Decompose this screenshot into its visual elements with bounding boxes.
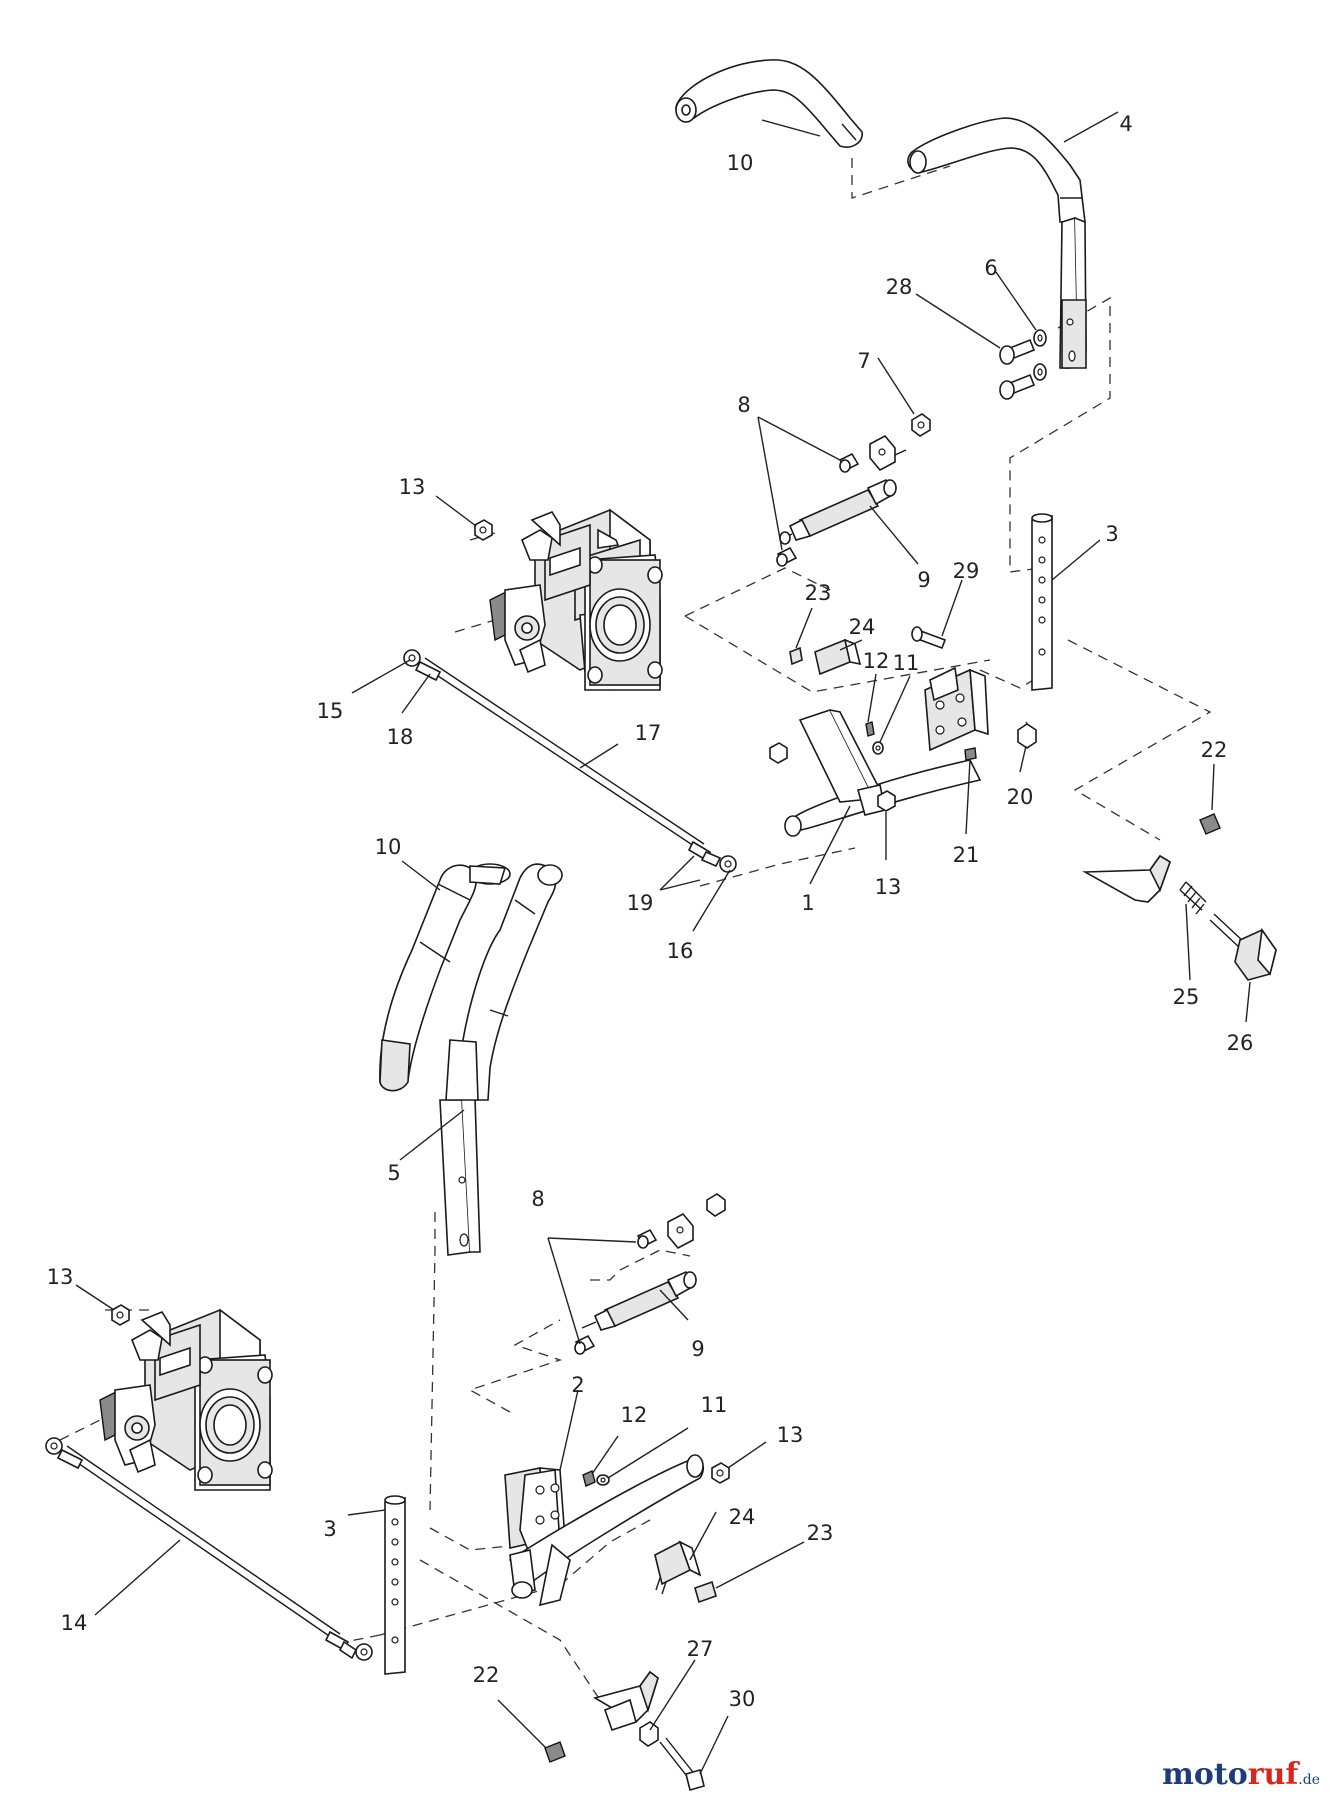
part-11-washer-upper xyxy=(872,741,884,755)
part-damper-bracket-upper xyxy=(869,434,907,472)
callout-12-lower: 12 xyxy=(621,1403,648,1427)
callout-20: 20 xyxy=(1007,785,1034,809)
part-9-damper-upper xyxy=(779,478,897,545)
part-29-bolt xyxy=(911,626,947,650)
part-24-switch-lower xyxy=(654,1540,702,1595)
part-3-bar-lower xyxy=(384,1495,406,1675)
part-20-nut xyxy=(1017,723,1037,749)
part-pedal-lower xyxy=(592,1670,659,1732)
callout-24-upper: 24 xyxy=(849,615,876,639)
callout-26: 26 xyxy=(1227,1031,1254,1055)
callout-5: 5 xyxy=(387,1161,400,1185)
callout-10-upper: 10 xyxy=(727,151,754,175)
part-14-control-rod xyxy=(45,1437,373,1661)
callout-16: 16 xyxy=(667,939,694,963)
callout-24-lower: 24 xyxy=(729,1505,756,1529)
part-6-washers xyxy=(1033,329,1047,381)
callout-27: 27 xyxy=(687,1637,714,1661)
part-30-bolt xyxy=(659,1737,705,1791)
part-12-screw-upper xyxy=(865,721,875,737)
callout-3-upper: 3 xyxy=(1105,522,1118,546)
part-13-nut-lever xyxy=(769,742,896,812)
callout-1: 1 xyxy=(801,891,814,915)
hydro-pump-lower xyxy=(99,1308,273,1491)
callout-13-lower-right: 13 xyxy=(777,1423,804,1447)
callout-6: 6 xyxy=(984,256,997,280)
part-23-clip-lower xyxy=(694,1580,717,1604)
callout-22-lower: 22 xyxy=(473,1663,500,1687)
callout-23-upper: 23 xyxy=(805,581,832,605)
part-11-washer-lower xyxy=(596,1474,610,1486)
part-17-control-rod xyxy=(403,649,737,873)
callout-11-lower: 11 xyxy=(701,1393,728,1417)
part-25-spring xyxy=(1179,881,1207,915)
part-7-nut xyxy=(911,413,931,437)
callout-30: 30 xyxy=(729,1687,756,1711)
assembly-lines xyxy=(59,158,1212,1711)
callout-3-lower: 3 xyxy=(323,1517,336,1541)
callout-9-lower: 9 xyxy=(691,1337,704,1361)
part-27-nut xyxy=(639,1721,659,1747)
callout-28: 28 xyxy=(886,275,913,299)
part-12-screw-lower xyxy=(582,1470,596,1487)
callout-8-lower: 8 xyxy=(531,1187,544,1211)
callout-10-lower: 10 xyxy=(375,835,402,859)
callout-13-upper: 13 xyxy=(399,475,426,499)
callout-23-lower: 23 xyxy=(807,1521,834,1545)
callout-19: 19 xyxy=(627,891,654,915)
callout-12-upper: 12 xyxy=(863,649,890,673)
part-13-nut-upper xyxy=(474,519,493,541)
callout-29: 29 xyxy=(953,559,980,583)
callout-8-upper: 8 xyxy=(737,393,750,417)
part-4-upper-handle xyxy=(907,117,1087,369)
callout-15: 15 xyxy=(317,699,344,723)
callout-11-upper: 11 xyxy=(893,651,920,675)
part-damper-bracket-lower xyxy=(667,1212,694,1250)
callout-9-upper: 9 xyxy=(917,568,930,592)
callout-labels: 10 4 28 6 7 8 13 9 3 29 23 24 12 11 15 1… xyxy=(47,112,1254,1711)
part-8-bushing-upper xyxy=(776,452,860,567)
motoruf-watermark-logo: motoruf.de xyxy=(1162,1757,1320,1792)
callout-25: 25 xyxy=(1173,985,1200,1009)
callout-13-lower-left: 13 xyxy=(47,1265,74,1289)
part-3-bar-upper xyxy=(1031,513,1053,691)
part-23-clip-upper xyxy=(789,646,803,666)
callout-18: 18 xyxy=(387,725,414,749)
callout-21: 21 xyxy=(953,843,980,867)
part-26-knob xyxy=(1209,913,1277,981)
callout-2: 2 xyxy=(571,1373,584,1397)
part-9-damper-lower xyxy=(581,1270,697,1331)
part-24-switch-upper xyxy=(814,638,862,676)
part-10-lower-grip xyxy=(379,863,511,1092)
part-nut-lower-damper xyxy=(706,1193,726,1217)
callout-14: 14 xyxy=(61,1611,88,1635)
callout-17: 17 xyxy=(635,721,662,745)
leader-lines xyxy=(75,111,1251,1775)
part-21-screw xyxy=(964,747,977,761)
part-22-clip-upper xyxy=(1199,813,1221,835)
part-13-nut-lower-left xyxy=(111,1304,130,1326)
callout-7: 7 xyxy=(857,349,870,373)
part-10-upper-grip xyxy=(675,59,863,148)
part-5-lower-handle xyxy=(439,863,563,1256)
part-pedal-upper xyxy=(1082,854,1171,903)
part-13-nut-lower-right xyxy=(711,1462,730,1484)
part-22-clip-lower xyxy=(544,1741,566,1763)
hydro-pump-upper xyxy=(489,508,663,692)
part-28-bolts xyxy=(999,338,1036,400)
callout-4: 4 xyxy=(1119,112,1132,136)
callout-13-lever: 13 xyxy=(875,875,902,899)
part-2-lever-lower xyxy=(504,1454,705,1607)
callout-22-upper: 22 xyxy=(1201,738,1228,762)
